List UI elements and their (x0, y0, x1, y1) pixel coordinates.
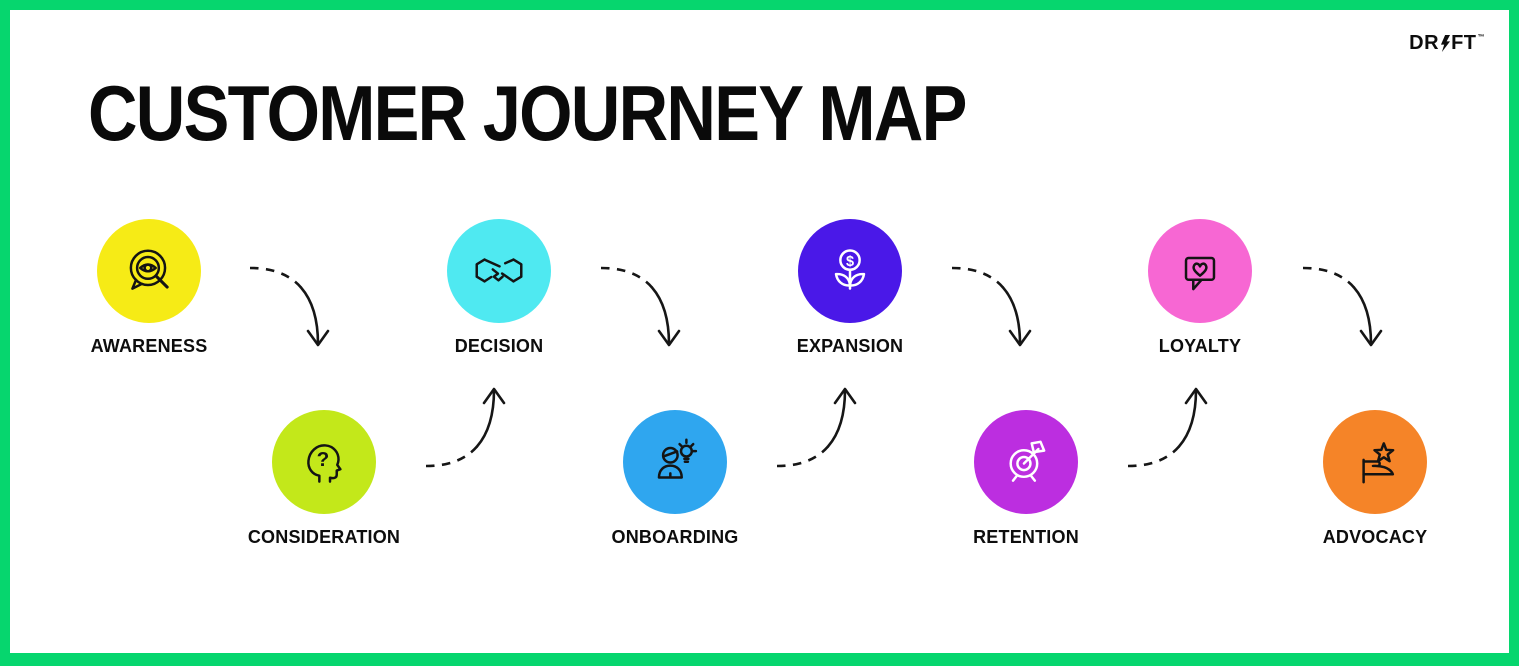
eye-magnifier-speech-bubble-icon (129, 249, 169, 290)
handshake-icon (475, 258, 523, 283)
stage-consideration: ? CONSIDERATION (236, 410, 412, 548)
stage-onboarding-label: ONBOARDING (611, 527, 739, 547)
stage-loyalty-label: LOYALTY (1158, 336, 1242, 356)
person-lightbulb-icon (657, 438, 698, 479)
dollar-coin-plant-icon: $ (834, 249, 866, 290)
stage-advocacy-label: ADVOCACY (1322, 527, 1428, 547)
stage-awareness-label: AWARENESS (90, 336, 208, 356)
trademark-symbol: ™ (1477, 34, 1485, 41)
stage-retention-circle (974, 410, 1078, 514)
head-question-mark-icon: ? (307, 444, 342, 483)
diagram-canvas: DR FT ™ CUSTOMER JOURNEY MAP (10, 10, 1509, 653)
stage-decision-label: DECISION (454, 336, 544, 356)
stage-onboarding: ONBOARDING (587, 410, 763, 548)
stage-awareness-circle (97, 219, 201, 323)
target-dart-icon (1009, 440, 1046, 482)
drift-logo-suffix: FT (1451, 32, 1477, 54)
stage-expansion-circle: $ (798, 219, 902, 323)
stage-onboarding-circle (623, 410, 727, 514)
stage-advocacy: ADVOCACY (1287, 410, 1463, 548)
stage-expansion: $ EXPANSION (762, 219, 938, 357)
heart-speech-bubble-icon (1184, 256, 1216, 291)
stage-awareness: AWARENESS (61, 219, 237, 357)
stage-decision-circle (447, 219, 551, 323)
stage-consideration-circle: ? (272, 410, 376, 514)
stage-expansion-label: EXPANSION (796, 336, 904, 356)
page-title: CUSTOMER JOURNEY MAP (88, 69, 967, 157)
drift-logo-prefix: DR (1409, 32, 1440, 54)
lightning-bolt-icon (1440, 35, 1450, 52)
svg-text:?: ? (317, 448, 330, 471)
drift-logo: DR FT ™ (1409, 32, 1485, 55)
stage-advocacy-circle (1323, 410, 1427, 514)
stage-decision: DECISION (411, 219, 587, 357)
stage-loyalty-circle (1148, 219, 1252, 323)
stage-retention-label: RETENTION (973, 527, 1079, 547)
stage-loyalty: LOYALTY (1112, 219, 1288, 357)
stage-retention: RETENTION (938, 410, 1114, 548)
svg-text:$: $ (846, 254, 854, 270)
flag-star-icon (1362, 442, 1395, 484)
stage-consideration-label: CONSIDERATION (247, 527, 401, 547)
